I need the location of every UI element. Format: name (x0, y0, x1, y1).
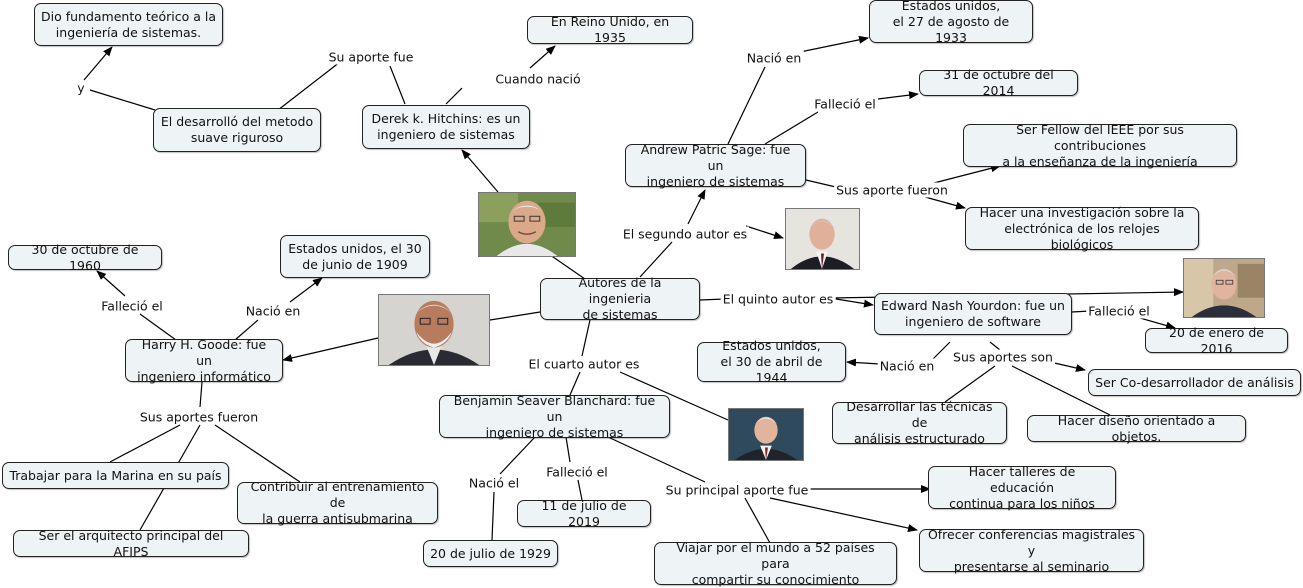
concept-viajar[interactable]: Viajar por el mundo a 52 países para com… (654, 540, 897, 587)
concept-guerra-antisubmarina[interactable]: Contribuir al entrenamiento de la guerra… (237, 479, 438, 526)
link-su-aporte-fue: Su aporte fue (326, 49, 416, 65)
concept-oct-2014[interactable]: 31 de octubre del 2014 (919, 67, 1078, 98)
link-segundo-autor: El segundo autor es (620, 226, 750, 242)
portrait-harry-goode (378, 294, 490, 366)
portrait-derek-hitchins (478, 192, 576, 257)
link-nacio-yourdon: Nació en (877, 358, 937, 374)
concept-oct-1960[interactable]: 30 de octubre de 1960 (8, 242, 162, 273)
concept-ene-2016[interactable]: 20 de enero de 2016 (1145, 325, 1288, 356)
concept-relojes-biologicos[interactable]: Hacer una investigación sobre la electró… (965, 205, 1199, 252)
concept-afips[interactable]: Ser el arquitecto principal del AFIPS (13, 528, 249, 559)
concept-derek-hitchins[interactable]: Derek k. Hitchins: es un ingeniero de si… (362, 105, 530, 149)
concept-edward-yourdon[interactable]: Edward Nash Yourdon: fue un ingeniero de… (874, 293, 1072, 335)
link-nacio-goode: Nació en (243, 303, 303, 319)
portrait-edward-yourdon (1183, 258, 1265, 318)
concept-jul-2019[interactable]: 11 de julio de 2019 (517, 498, 651, 529)
link-fallecio-yourdon: Falleció el (1086, 303, 1152, 319)
link-y: y (75, 80, 87, 96)
concept-eeuu-1933[interactable]: Estados unidos, el 27 de agosto de 1933 (869, 0, 1033, 45)
link-fallecio-sage: Falleció el (812, 96, 878, 112)
link-cuando-nacio: Cuando nació (493, 71, 583, 87)
concept-harry-goode[interactable]: Harry H. Goode: fue un ingeniero informá… (125, 337, 283, 384)
concept-reino-unido-1935[interactable]: En Reino Unido, en 1935 (527, 14, 693, 45)
concept-eeuu-1909[interactable]: Estados unidos, el 30 de junio de 1909 (280, 235, 430, 278)
concept-benjamin-blanchard[interactable]: Benjamin Seaver Blanchard: fue un ingeni… (439, 393, 670, 440)
portrait-benjamin-blanchard (728, 408, 804, 461)
link-aportes-yourdon: Sus aportes son (951, 349, 1055, 365)
link-aportes-goode: Sus aportes fueron (137, 409, 261, 425)
concept-diseno-objetos[interactable]: Hacer diseño orientado a objetos. (1027, 413, 1246, 444)
link-cuarto-autor: El cuarto autor es (526, 356, 642, 372)
concept-metodo-suave[interactable]: El desarrolló del metodo suave riguroso (153, 108, 321, 152)
concept-fundamento-teorico[interactable]: Dio fundamento teórico a la ingeniería d… (34, 3, 223, 46)
concept-jul-1929[interactable]: 20 de julio de 1929 (423, 540, 558, 567)
link-aportes-sage: Sus aporte fueron (834, 182, 950, 198)
link-fallecio-goode: Falleció el (99, 298, 165, 314)
concept-andrew-sage[interactable]: Andrew Patric Sage: fue un ingeniero de … (625, 142, 806, 189)
concept-root[interactable]: Autores de la ingenieria de sistemas (540, 275, 700, 322)
concept-co-desarrollador[interactable]: Ser Co-desarrollador de análisis (1088, 369, 1301, 396)
concept-marina[interactable]: Trabajar para la Marina en su país (2, 462, 229, 489)
concept-fellow-ieee[interactable]: Ser Fellow del IEEE por sus contribucion… (963, 122, 1237, 169)
link-quinto-autor: El quinto autor es (720, 291, 836, 307)
concept-talleres[interactable]: Hacer talleres de educación continua par… (928, 464, 1116, 511)
concept-tecnicas-analisis[interactable]: Desarrollar las técnicas de análisis est… (832, 399, 1007, 446)
link-nacio-en-sage: Nació en (744, 50, 804, 66)
portrait-andrew-sage (785, 208, 860, 270)
concept-conferencias[interactable]: Ofrecer conferencias magistrales y prese… (919, 527, 1144, 574)
link-nacio-blanchard: Nació el (466, 475, 522, 491)
link-principal-aporte: Su principal aporte fue (663, 482, 811, 498)
concept-eeuu-1944[interactable]: Estados unidos, el 30 de abril de 1944 (697, 338, 846, 385)
link-fallecio-blanchard: Falleció el (544, 464, 610, 480)
